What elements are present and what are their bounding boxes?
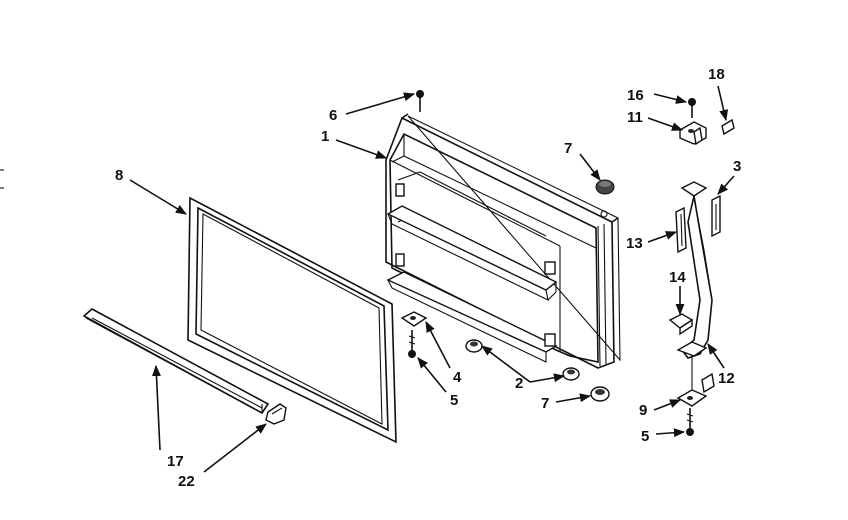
callout-17: 17 [167, 453, 184, 470]
cap-top [595, 179, 615, 195]
screw-top [416, 90, 424, 112]
screw-left [408, 330, 416, 358]
callout-16: 16 [627, 87, 644, 104]
callout-5-left: 5 [450, 392, 458, 409]
callout-13: 13 [626, 235, 643, 252]
handle-clip [668, 313, 694, 336]
callouts: 6 1 7 8 4 5 2 7 17 22 16 11 18 3 13 14 1… [115, 66, 741, 490]
door-gasket [187, 196, 397, 444]
callout-7-top: 7 [564, 140, 572, 157]
callout-7-bottom: 7 [541, 395, 549, 412]
bracket-left [400, 311, 428, 327]
callout-12: 12 [718, 370, 735, 387]
shelf-support-right [562, 367, 580, 381]
callout-8: 8 [115, 167, 123, 184]
callout-1: 1 [321, 128, 329, 145]
handle-bar [676, 181, 713, 390]
screw-bottom [686, 408, 694, 436]
callout-18: 18 [708, 66, 725, 83]
cap-bottom [590, 386, 610, 402]
callout-11: 11 [627, 109, 643, 126]
callout-2: 2 [515, 375, 523, 392]
leader-lines [129, 85, 735, 473]
hinge-screw-top [688, 98, 696, 118]
spacer [711, 194, 721, 238]
callout-22: 22 [178, 473, 195, 490]
shelf-support-left [465, 339, 483, 353]
door-liner [385, 113, 621, 369]
callout-3: 3 [733, 158, 741, 175]
callout-5-right: 5 [641, 428, 649, 445]
end-cap [265, 403, 287, 425]
handle-strip [675, 206, 687, 254]
bottom-hinge [676, 372, 715, 407]
callout-4: 4 [453, 369, 462, 386]
hinge-shim [721, 118, 735, 136]
callout-6: 6 [329, 107, 337, 124]
edge-marks [0, 169, 4, 189]
callout-9: 9 [639, 402, 647, 419]
trim-strip [82, 308, 270, 415]
callout-14: 14 [669, 269, 686, 286]
top-hinge [679, 121, 707, 146]
